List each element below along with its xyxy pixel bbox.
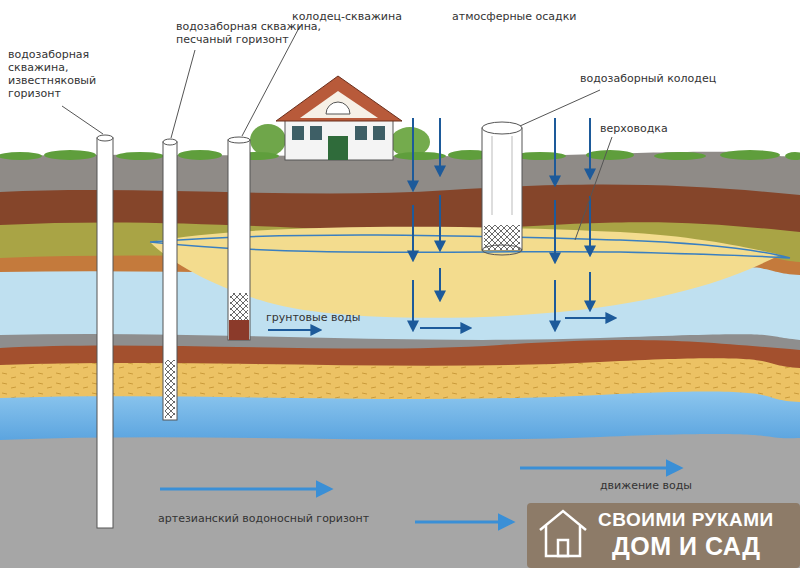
flow-label: движение воды	[600, 479, 692, 492]
watermark: СВОИМИ РУКАМИ	[598, 509, 774, 530]
well-label: колодец-скважина	[292, 10, 402, 23]
precipitation-label: атмосферные осадки	[452, 10, 576, 23]
aquifer-label: артезианский водоносный горизонт	[158, 512, 369, 525]
aquifer-label: грунтовые воды	[266, 311, 361, 324]
well-label: водозаборный колодец	[580, 72, 716, 85]
watermark: ДОМ И САД	[612, 533, 761, 560]
well-label: водозаборная скважина, известняковый гор…	[8, 48, 103, 100]
well-label: водозаборная скважина, песчаный горизонт	[176, 20, 326, 46]
aquifer-label: верховодка	[600, 122, 668, 135]
